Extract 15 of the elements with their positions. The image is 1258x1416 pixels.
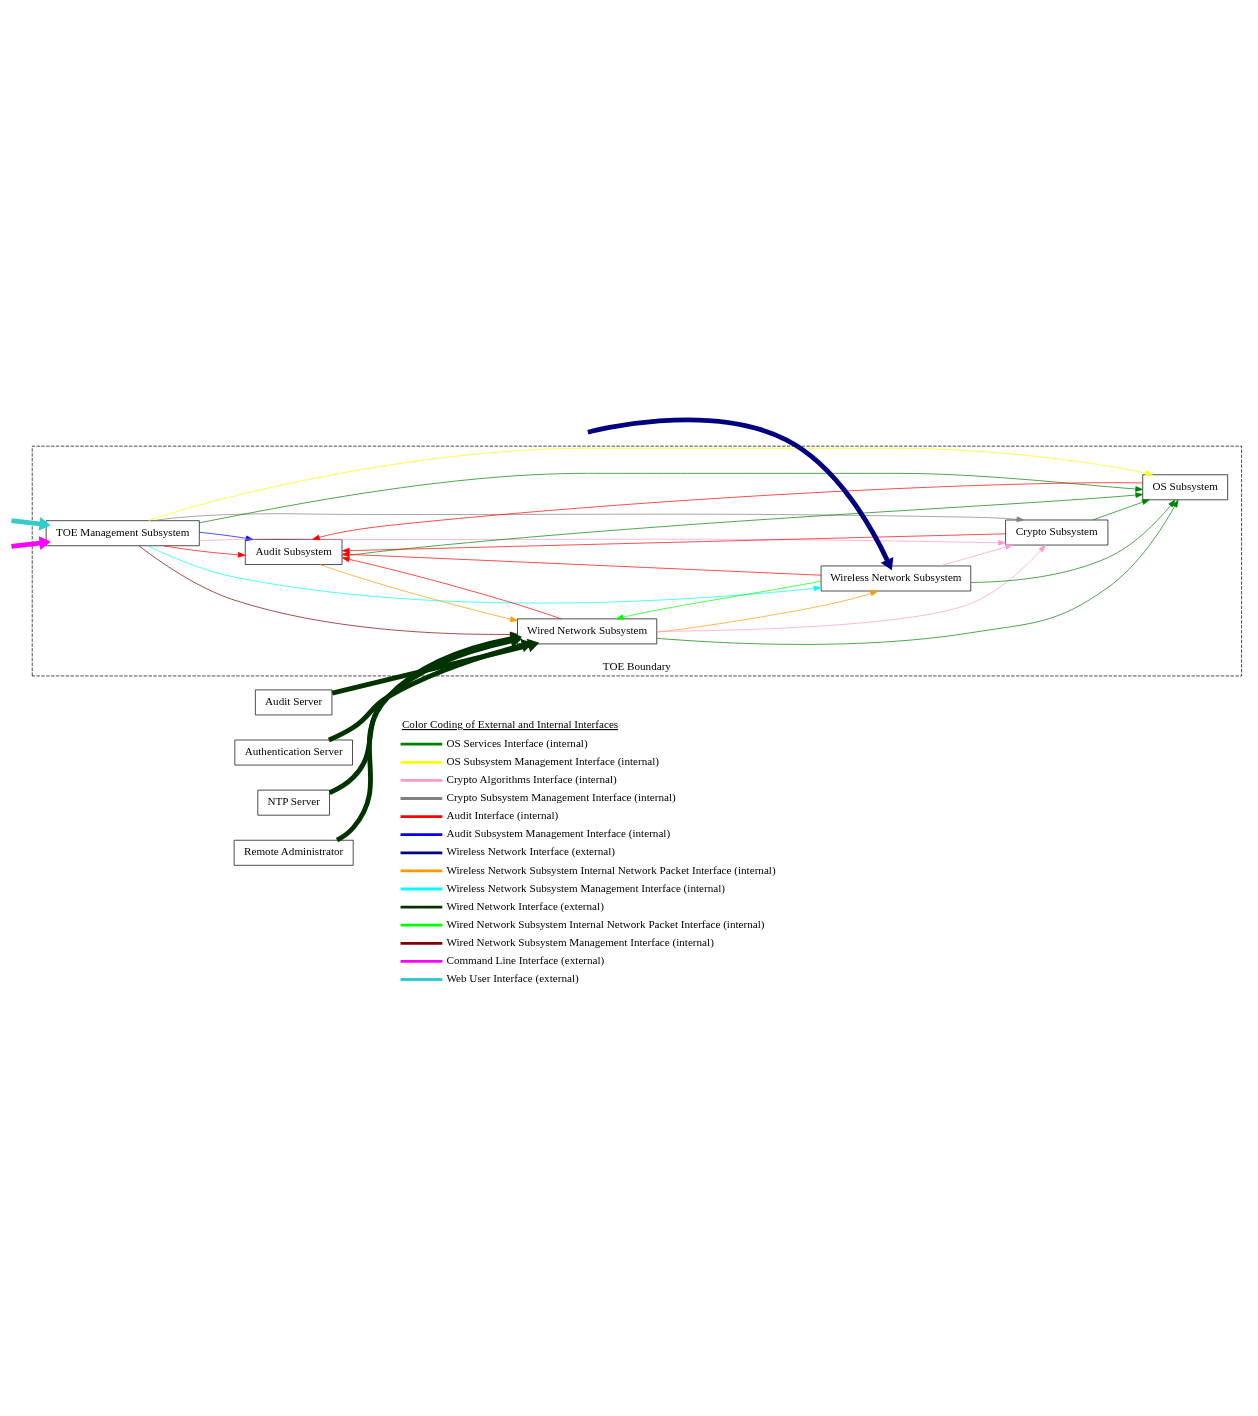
- legend-label: Web User Interface (external): [446, 972, 579, 985]
- legend-label: OS Subsystem Management Interface (internal): [446, 754, 660, 767]
- legend-label: Audit Subsystem Management Interface (internal): [446, 827, 671, 840]
- legend-label: OS Services Interface (internal): [446, 736, 588, 749]
- legend-label: Wired Network Interface (external): [446, 899, 604, 912]
- legend-label: Wireless Network Subsystem Internal Network Packet Interface (internal): [446, 863, 776, 876]
- legend-label: Wired Network Subsystem Internal Network Packet Interface (internal): [446, 917, 765, 930]
- legend-label: Wireless Network Interface (external): [446, 845, 615, 858]
- legend-label: Crypto Algorithms Interface (internal): [446, 773, 617, 786]
- legend-label: Wired Network Subsystem Management Interface (internal): [446, 935, 714, 948]
- legend-label: Wireless Network Subsystem Management Interface (internal): [446, 881, 725, 894]
- legend-label: Crypto Subsystem Management Interface (internal): [446, 791, 676, 804]
- legend-label: Command Line Interface (external): [446, 954, 605, 967]
- label: Color Coding of External and Internal Interfaces: [401, 718, 619, 731]
- legend-label: Audit Interface (internal): [446, 809, 559, 822]
